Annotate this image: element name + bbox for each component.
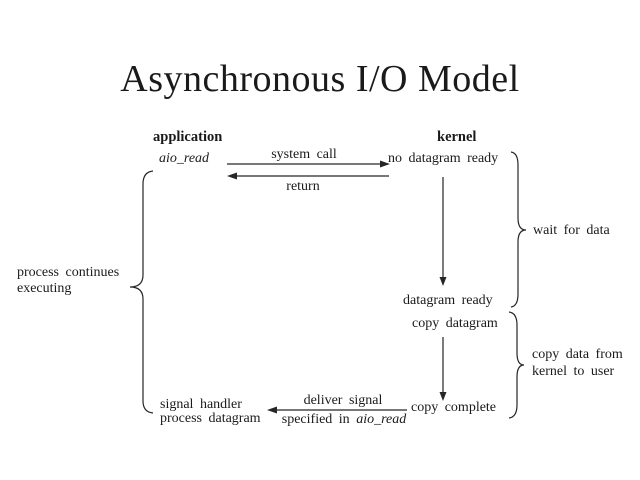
deliver-signal-arrowhead [267, 406, 277, 414]
label-deliver-signal: deliver signal [303, 393, 383, 408]
label-signal-handler: signal handler [160, 397, 242, 412]
label-process-datagram: process datagram [160, 411, 261, 426]
diagram-title: Asynchronous I/O Model [120, 58, 520, 100]
column-header-kernel: kernel [437, 129, 477, 145]
label-kernel-to-user: kernel to user [532, 364, 615, 379]
label-process-continues: process continues [17, 265, 120, 280]
label-datagram-ready: datagram ready [403, 293, 493, 308]
label-system-call: system call [271, 147, 337, 162]
label-specified-in: specified in aio_read [282, 413, 406, 427]
wait-vertical-arrowhead [439, 277, 447, 286]
label-specified-in-func: aio_read [356, 412, 407, 427]
label-copy-data-from: copy data from [532, 347, 623, 362]
label-specified-in-text: specified in [281, 412, 350, 427]
return-arrowhead [227, 172, 237, 180]
label-return: return [286, 179, 320, 194]
label-wait-for-data: wait for data [533, 223, 610, 238]
label-aio-read: aio_read [159, 151, 210, 166]
left-brace [129, 170, 154, 414]
column-header-application: application [153, 129, 223, 145]
label-no-datagram-ready: no datagram ready [388, 151, 499, 166]
label-executing: executing [17, 281, 72, 296]
label-copy-datagram: copy datagram [412, 316, 498, 331]
label-copy-complete: copy complete [411, 400, 497, 415]
wait-for-data-brace [510, 151, 527, 308]
copy-data-brace [508, 311, 525, 419]
